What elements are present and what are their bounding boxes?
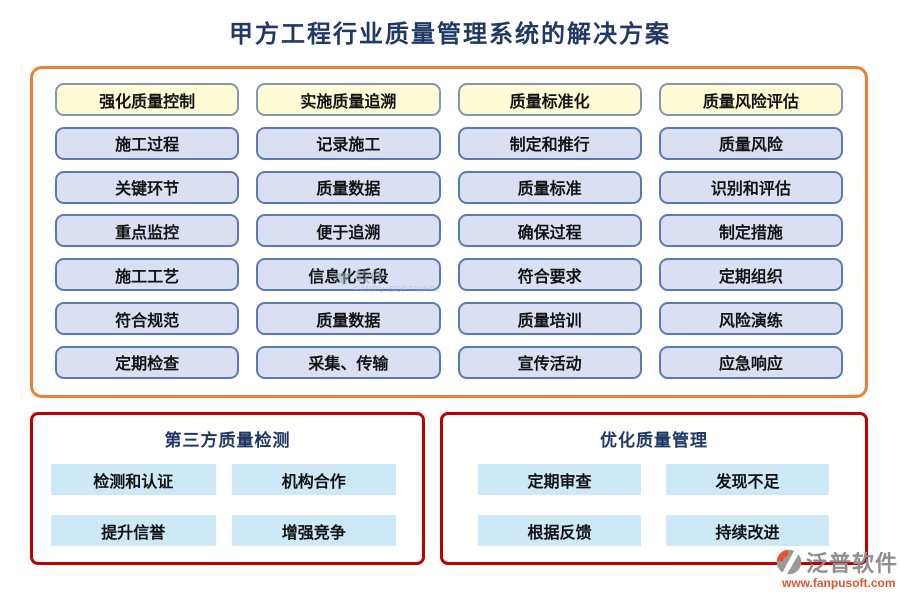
column-header-button[interactable]: 质量标准化 <box>457 83 642 116</box>
fanpu-logo-icon <box>776 549 802 576</box>
fanpu-logo-url: www.fanpusoft.com <box>782 576 896 590</box>
column-strengthen-quality-control: 强化质量控制 施工过程 关键环节 重点监控 施工工艺 符合规范 定期检查 <box>55 83 240 379</box>
item-button[interactable]: 关键环节 <box>55 170 240 204</box>
item-button[interactable]: 定期组织 <box>658 258 843 292</box>
item-button[interactable]: 应急响应 <box>658 345 843 379</box>
item-button[interactable]: 风险演练 <box>658 302 843 336</box>
item-button[interactable]: 制定措施 <box>658 214 843 248</box>
column-quality-standardization: 质量标准化 制定和推行 质量标准 确保过程 符合要求 质量培训 宣传活动 <box>457 83 642 379</box>
item-button[interactable]: 采集、传输 <box>256 345 441 379</box>
item-button[interactable]: 符合规范 <box>55 302 240 336</box>
item-button[interactable]: 信息化手段 <box>256 258 441 292</box>
column-header-button[interactable]: 强化质量控制 <box>55 83 240 116</box>
panel-title: 第三方质量检测 <box>164 431 291 450</box>
item-button[interactable]: 施工过程 <box>55 126 240 160</box>
item-button[interactable]: 重点监控 <box>55 214 240 248</box>
item-button[interactable]: 质量培训 <box>457 302 642 336</box>
item-button[interactable]: 质量风险 <box>658 126 843 160</box>
item-button[interactable]: 制定和推行 <box>457 126 642 160</box>
item-button[interactable]: 增强竞争 <box>231 515 396 546</box>
item-button[interactable]: 施工工艺 <box>55 258 240 292</box>
panel-third-party-inspection: 第三方质量检测 检测和认证 机构合作 提升信誉 增强竞争 <box>30 412 425 565</box>
column-header-button[interactable]: 质量风险评估 <box>658 83 843 116</box>
column-quality-traceability: 实施质量追溯 记录施工 质量数据 便于追溯 信息化手段 质量数据 采集、传输 <box>256 83 441 379</box>
panel-optimize-quality-management: 优化质量管理 定期审查 发现不足 根据反馈 持续改进 <box>440 412 868 565</box>
fanpu-logo-text: 泛普软件 <box>806 551 899 576</box>
fanpu-logo: 泛普软件 <box>775 546 898 578</box>
item-button[interactable]: 质量数据 <box>256 302 441 336</box>
item-button[interactable]: 持续改进 <box>666 515 829 546</box>
item-button[interactable]: 发现不足 <box>666 464 829 495</box>
column-header-button[interactable]: 实施质量追溯 <box>256 83 441 116</box>
item-button[interactable]: 定期审查 <box>478 464 641 495</box>
item-button[interactable]: 提升信誉 <box>51 515 216 546</box>
panel-title: 优化质量管理 <box>600 431 708 450</box>
panel-grid: 定期审查 发现不足 根据反馈 持续改进 <box>443 464 865 546</box>
item-button[interactable]: 根据反馈 <box>478 515 641 546</box>
item-button[interactable]: 识别和评估 <box>658 170 843 204</box>
item-button[interactable]: 质量标准 <box>457 170 642 204</box>
column-quality-risk-assessment: 质量风险评估 质量风险 识别和评估 制定措施 定期组织 风险演练 应急响应 <box>658 83 843 379</box>
item-button[interactable]: 符合要求 <box>457 258 642 292</box>
page-title: 甲方工程行业质量管理系统的解决方案 <box>229 21 671 48</box>
quality-system-panel: 强化质量控制 施工过程 关键环节 重点监控 施工工艺 符合规范 定期检查 实施质… <box>30 66 868 398</box>
item-button[interactable]: 检测和认证 <box>51 464 216 495</box>
item-button[interactable]: 便于追溯 <box>256 214 441 248</box>
panel-grid: 检测和认证 机构合作 提升信誉 增强竞争 <box>33 464 422 546</box>
item-button[interactable]: 质量数据 <box>256 170 441 204</box>
item-button[interactable]: 记录施工 <box>256 126 441 160</box>
item-button[interactable]: 确保过程 <box>457 214 642 248</box>
item-button[interactable]: 定期检查 <box>55 345 240 379</box>
item-button[interactable]: 机构合作 <box>231 464 396 495</box>
item-button[interactable]: 宣传活动 <box>457 345 642 379</box>
